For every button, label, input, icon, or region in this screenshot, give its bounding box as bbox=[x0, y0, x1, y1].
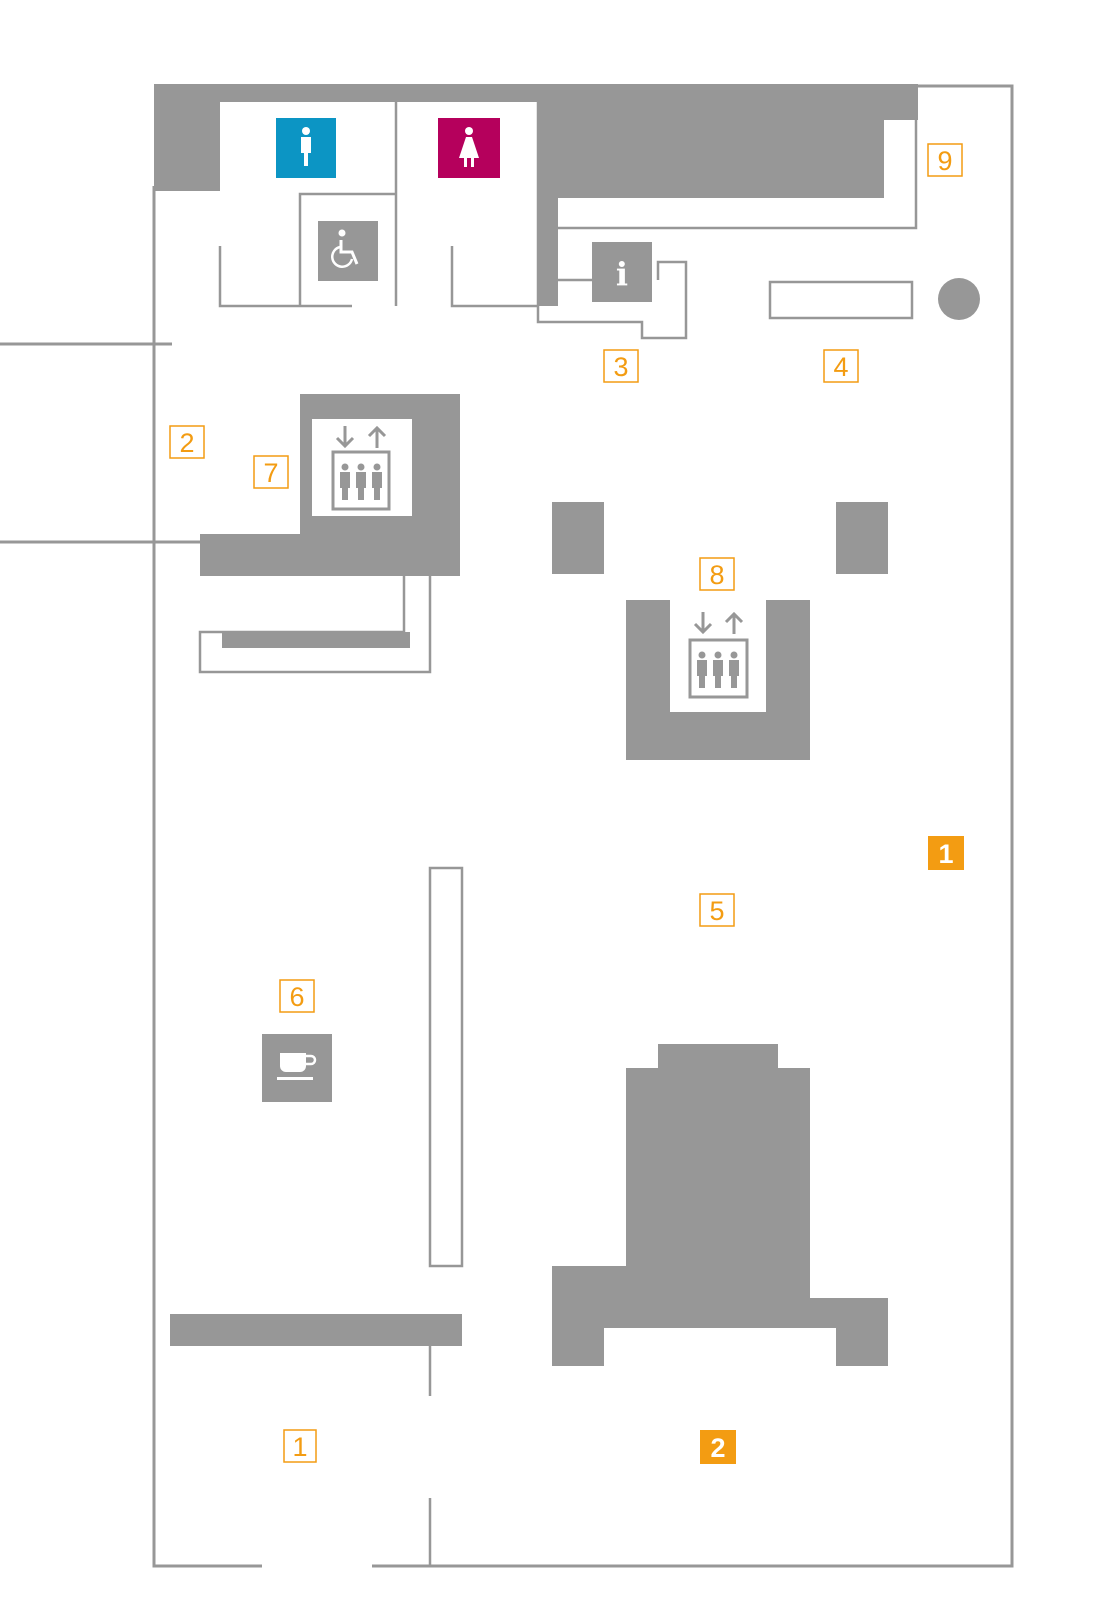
outer-walls bbox=[152, 84, 1014, 1568]
svg-text:2: 2 bbox=[710, 1433, 725, 1463]
room-label-3: 3 bbox=[603, 349, 639, 383]
room-label-8: 8 bbox=[699, 557, 735, 591]
svg-text:8: 8 bbox=[709, 560, 724, 590]
left-elevator-core bbox=[200, 394, 460, 576]
elevator-icon bbox=[312, 419, 412, 516]
entrance-marker-2: 2 bbox=[700, 1430, 736, 1464]
reception-counter bbox=[198, 576, 432, 674]
svg-text:6: 6 bbox=[289, 982, 304, 1012]
room-label-4: 4 bbox=[823, 349, 859, 383]
display-wall bbox=[428, 866, 464, 1268]
svg-text:1: 1 bbox=[938, 839, 953, 869]
toilet-partitions bbox=[218, 100, 540, 308]
lower-partition bbox=[170, 1314, 462, 1346]
round-column bbox=[938, 278, 980, 320]
male-toilet-icon bbox=[276, 118, 336, 178]
pillar-left bbox=[552, 502, 604, 574]
svg-text:7: 7 bbox=[263, 458, 278, 488]
info-icon: i bbox=[592, 242, 652, 302]
info-glyph: i bbox=[616, 255, 628, 293]
entrance-corridor-lines bbox=[0, 342, 200, 544]
entrance-marker-1: 1 bbox=[928, 836, 964, 870]
room-label-9: 9 bbox=[927, 143, 963, 177]
room-label-2: 2 bbox=[169, 425, 205, 459]
coffee-cup-icon bbox=[262, 1034, 332, 1102]
elevator-icon bbox=[688, 611, 749, 699]
svg-text:1: 1 bbox=[292, 1432, 307, 1462]
svg-text:2: 2 bbox=[179, 428, 194, 458]
service-counter bbox=[768, 280, 914, 320]
svg-text:5: 5 bbox=[709, 896, 724, 926]
svg-text:3: 3 bbox=[613, 352, 628, 382]
room-label-7: 7 bbox=[253, 455, 289, 489]
pillar-right bbox=[836, 502, 888, 574]
service-corridor-outline bbox=[536, 88, 918, 340]
svg-text:9: 9 bbox=[937, 146, 952, 176]
svg-text:4: 4 bbox=[833, 352, 848, 382]
room-label-1: 1 bbox=[283, 1429, 317, 1463]
wheelchair-icon bbox=[318, 221, 378, 281]
room-label-5: 5 bbox=[699, 893, 735, 927]
room-label-6: 6 bbox=[279, 979, 315, 1013]
top-service-wall bbox=[154, 84, 918, 306]
female-toilet-icon bbox=[438, 118, 500, 178]
stage-structure bbox=[552, 1044, 888, 1366]
